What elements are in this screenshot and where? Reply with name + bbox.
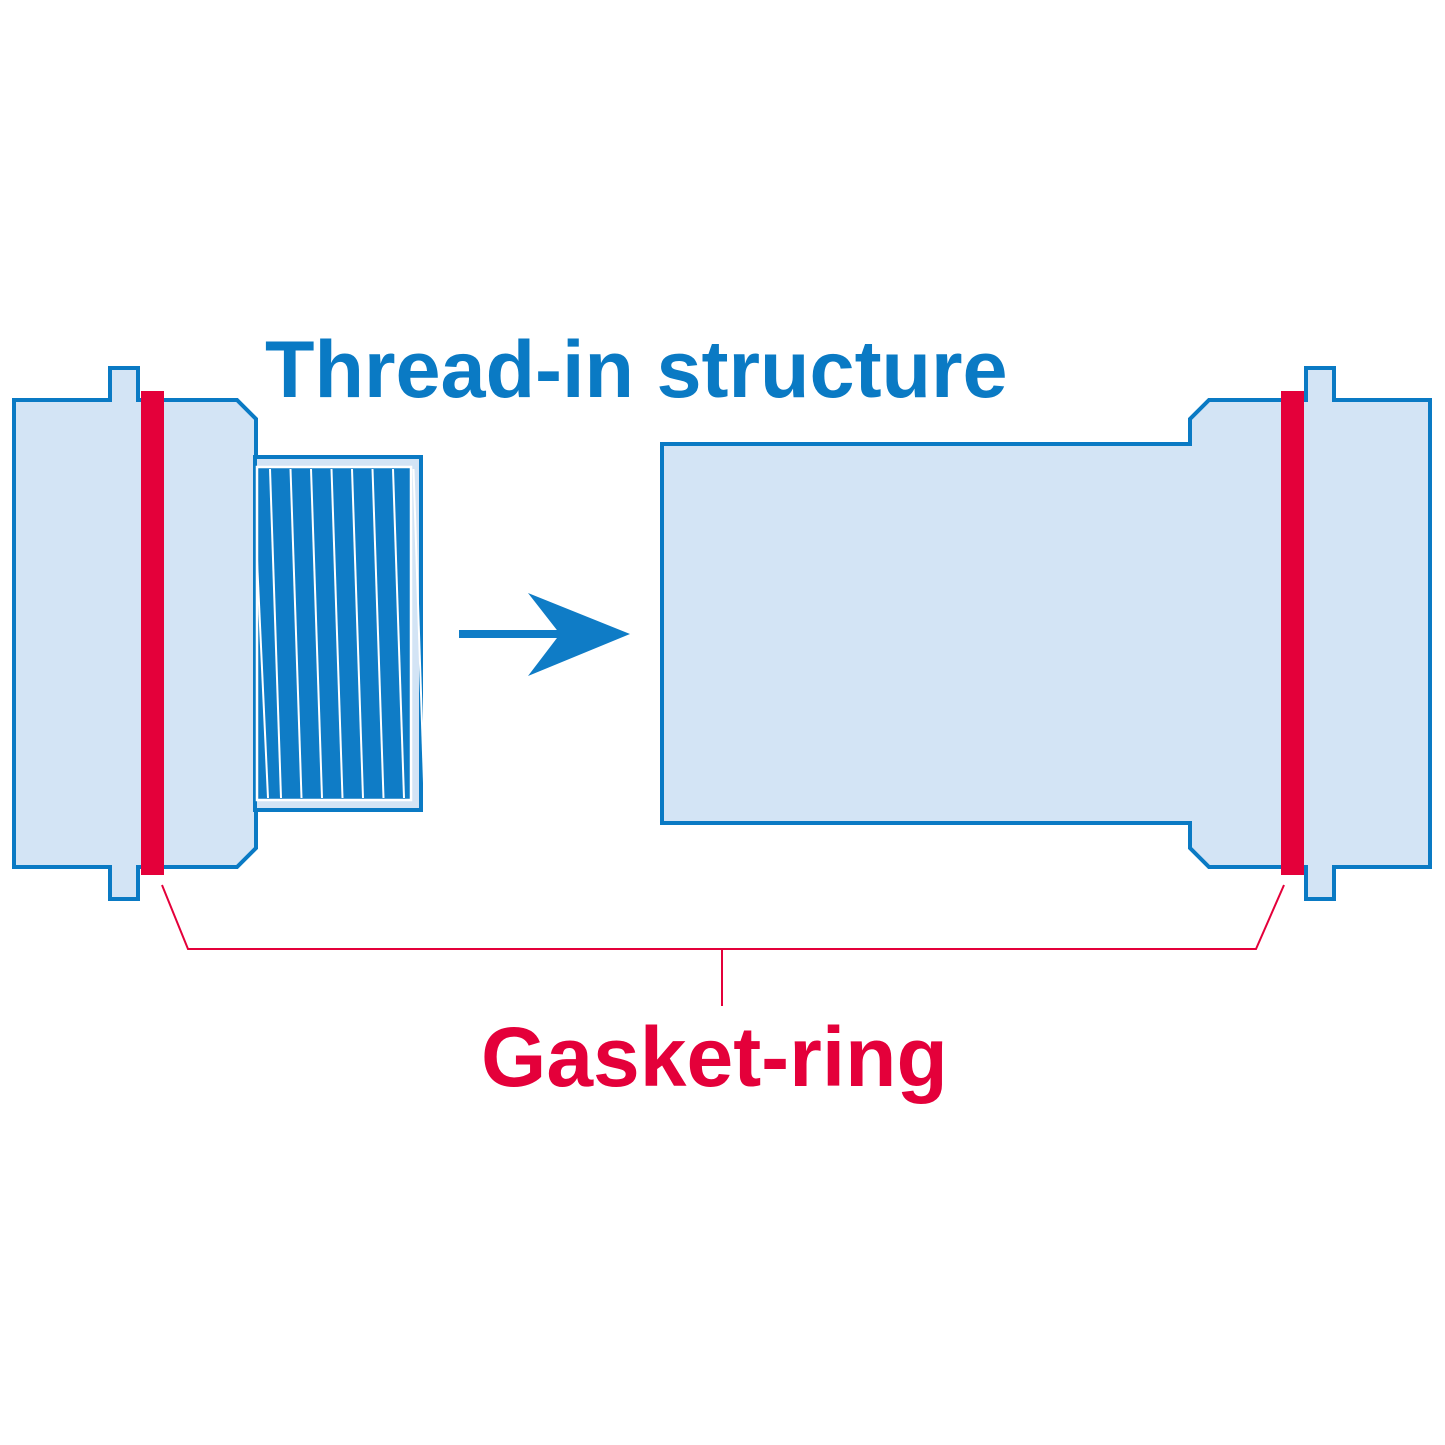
insertion-arrow — [459, 593, 630, 676]
thread-line — [330, 468, 344, 799]
thread-line — [310, 468, 323, 799]
gasket-leader-line — [161, 884, 1285, 950]
thread-line — [351, 468, 364, 799]
thread-in-structure-title: Thread-in structure — [265, 325, 1008, 415]
gasket-ring-label: Gasket-ring — [481, 1010, 948, 1104]
thread-line — [256, 559, 269, 799]
thread-line — [289, 468, 303, 799]
thread-line — [412, 468, 426, 799]
left-cup-body — [12, 366, 258, 901]
thread-line — [392, 468, 405, 799]
right-cup-body — [660, 366, 1432, 901]
left-gasket-ring — [141, 391, 164, 875]
thread-line — [269, 468, 282, 799]
left-cup-thread — [253, 455, 426, 812]
right-gasket-ring — [1281, 391, 1304, 875]
thread-line — [371, 468, 385, 799]
